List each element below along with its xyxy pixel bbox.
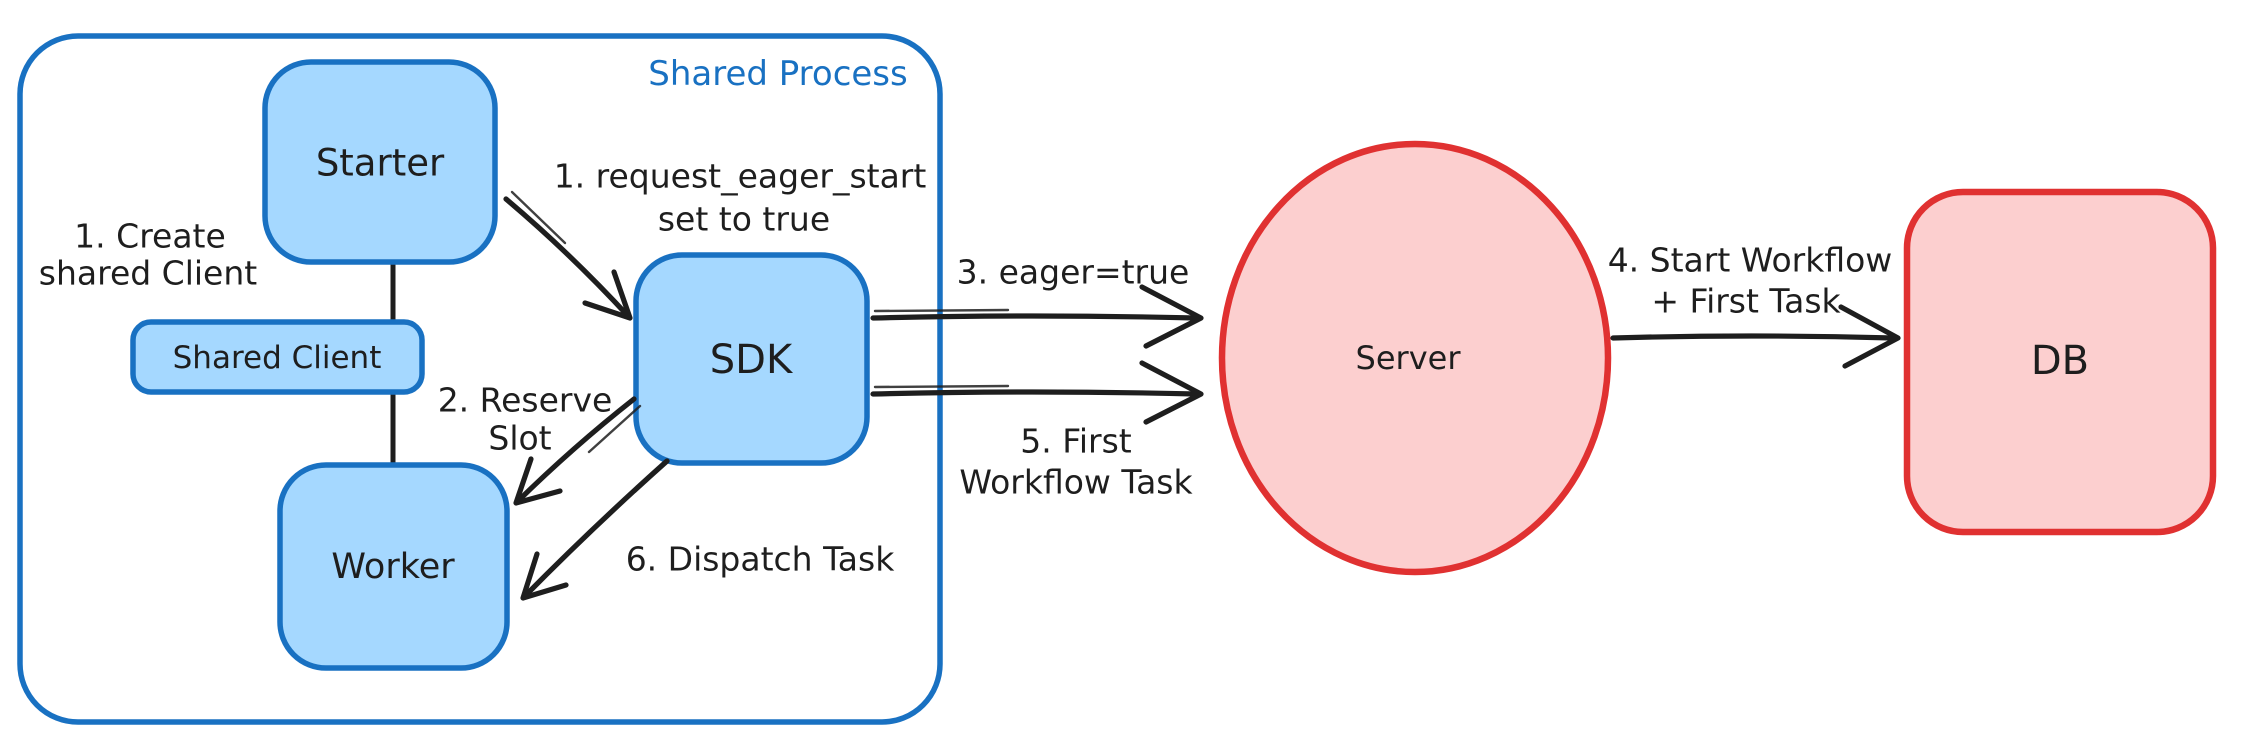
arrow-sdk-to-worker-dispatch — [520, 458, 670, 601]
server-label: Server — [1356, 339, 1462, 377]
shared-client-label: Shared Client — [173, 340, 382, 376]
server-node — [1218, 140, 1612, 576]
arrow-head — [1139, 284, 1204, 349]
arrow-sdk-to-server-first-task — [870, 360, 1204, 425]
annotation-first-workflow-task-line2: Workflow Task — [959, 463, 1193, 502]
db-node — [1903, 188, 2217, 536]
arrow-head — [513, 456, 563, 506]
arrow-shaft-sketch-stroke — [873, 308, 1010, 313]
annotation-reserve-slot: 2. Reserve Slot — [438, 381, 613, 458]
arrow-sdk-to-server-eager — [870, 284, 1204, 349]
arrow-head — [1139, 360, 1204, 425]
arrow-head — [582, 269, 633, 321]
worker-label: Worker — [331, 547, 455, 587]
annotation-request-eager-start-line2: set to true — [658, 200, 830, 239]
annotation-eager-true: 3. eager=true — [957, 253, 1190, 292]
worker-node — [277, 462, 510, 671]
starter-node — [262, 59, 498, 265]
annotation-create-shared-client: 1. Create shared Client — [39, 217, 258, 293]
arrow-shaft-sketch-stroke — [587, 404, 642, 454]
shared-process-container — [17, 33, 943, 725]
annotation-first-workflow-task: 5. First Workflow Task — [959, 422, 1193, 502]
annotation-reserve-slot-line1: 2. Reserve — [438, 381, 613, 420]
annotation-create-shared-client-line1: 1. Create — [74, 217, 226, 256]
sdk-node — [633, 252, 870, 466]
annotation-start-workflow-line1: 4. Start Workflow — [1608, 241, 1893, 280]
annotation-reserve-slot-line2: Slot — [488, 419, 551, 458]
annotation-start-workflow: 4. Start Workflow + First Task — [1608, 241, 1893, 321]
db-label: DB — [2031, 338, 2089, 384]
arrow-shaft — [514, 396, 637, 505]
arrow-shaft — [503, 196, 632, 320]
annotation-request-eager-start-line1: 1. request_eager_start — [554, 157, 927, 196]
shared-client-node — [130, 319, 425, 395]
arrow-shaft-sketch-stroke — [873, 384, 1010, 389]
annotation-dispatch-task: 6. Dispatch Task — [626, 540, 896, 579]
arrow-sdk-to-worker-reserve — [513, 396, 642, 506]
annotation-request-eager-start: 1. request_eager_start set to true — [554, 157, 927, 239]
arrow-starter-to-sdk — [503, 190, 633, 321]
annotation-first-workflow-task-line1: 5. First — [1020, 422, 1131, 461]
sdk-label: SDK — [710, 337, 794, 383]
arrow-head — [1838, 304, 1901, 369]
arrow-shaft — [521, 458, 670, 600]
arrow-shaft — [870, 313, 1199, 321]
arrow-server-to-db — [1610, 304, 1901, 369]
arrow-shaft — [1610, 333, 1896, 341]
annotation-start-workflow-line2: + First Task — [1651, 282, 1841, 321]
shared-process-label: Shared Process — [648, 54, 907, 94]
arrow-shaft — [870, 389, 1199, 397]
arrow-shaft-sketch-stroke — [510, 190, 567, 245]
arrow-head — [520, 551, 569, 601]
annotation-create-shared-client-line2: shared Client — [39, 254, 258, 293]
starter-label: Starter — [316, 142, 445, 185]
